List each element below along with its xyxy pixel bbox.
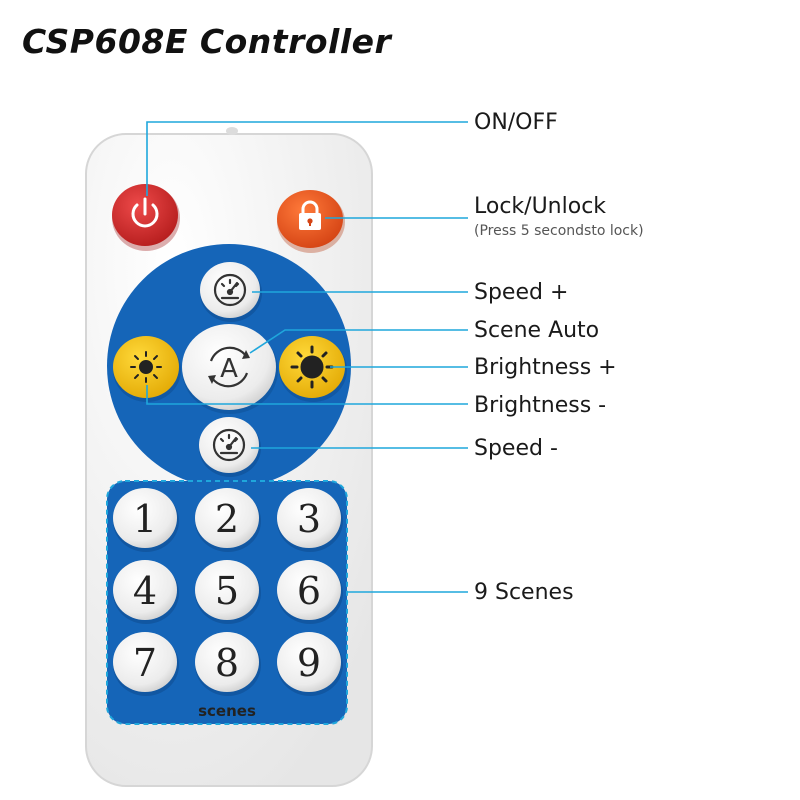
scene-key-label: 5 (215, 569, 239, 613)
label-brightness-plus: Brightness + (474, 355, 617, 380)
power-icon (131, 197, 159, 228)
sun-icon (130, 351, 162, 383)
lock-icon (299, 200, 321, 230)
scene-key-7[interactable]: 7 (113, 632, 179, 696)
scene-key-8[interactable]: 8 (195, 632, 261, 696)
scene-key-label: 8 (215, 641, 239, 685)
lock-button[interactable] (277, 190, 345, 253)
auto-letter: A (220, 354, 238, 384)
leader-on-off (146, 121, 468, 196)
label-speed-minus: Speed - (474, 436, 558, 461)
sun-icon (290, 345, 334, 389)
scene-key-6[interactable]: 6 (277, 560, 343, 624)
scene-key-label: 1 (133, 497, 157, 541)
scene-key-label: 4 (133, 569, 157, 613)
speedometer-icon (212, 428, 246, 462)
label-nine-scenes: 9 Scenes (474, 580, 574, 605)
label-scene-auto: Scene Auto (474, 318, 600, 343)
power-button[interactable] (112, 184, 180, 251)
scene-key-2[interactable]: 2 (195, 488, 261, 552)
scenes-caption: scenes (198, 702, 256, 720)
scenes-keypad: 1 2 3 4 5 6 7 8 9 scenes (106, 480, 348, 725)
leader-scene-auto (249, 329, 468, 354)
scene-auto-button[interactable]: A (182, 324, 278, 414)
label-on-off: ON/OFF (474, 110, 558, 135)
scene-key-9[interactable]: 9 (277, 632, 343, 696)
scene-key-label: 6 (297, 569, 321, 613)
label-speed-plus: Speed + (474, 280, 569, 305)
leader-brightness-minus (146, 385, 468, 405)
scene-key-3[interactable]: 3 (277, 488, 343, 552)
scene-key-label: 9 (297, 641, 321, 685)
speed-plus-button[interactable] (200, 262, 262, 322)
scene-key-1[interactable]: 1 (113, 488, 179, 552)
label-lock-unlock: Lock/Unlock (474, 194, 607, 219)
speedometer-icon (213, 273, 247, 307)
auto-cycle-icon: A (208, 346, 250, 388)
label-brightness-minus: Brightness - (474, 393, 607, 418)
leader-lines (146, 121, 468, 593)
scene-key-label: 7 (133, 641, 157, 685)
scene-key-4[interactable]: 4 (113, 560, 179, 624)
brightness-minus-button[interactable] (113, 336, 181, 402)
speed-minus-button[interactable] (199, 417, 261, 477)
brightness-plus-button[interactable] (279, 336, 347, 402)
scene-key-label: 2 (215, 497, 239, 541)
scene-key-label: 3 (297, 497, 321, 541)
page-title: CSP608E Controller (22, 22, 392, 61)
scene-key-5[interactable]: 5 (195, 560, 261, 624)
label-lock-note: (Press 5 secondsto lock) (474, 223, 644, 239)
